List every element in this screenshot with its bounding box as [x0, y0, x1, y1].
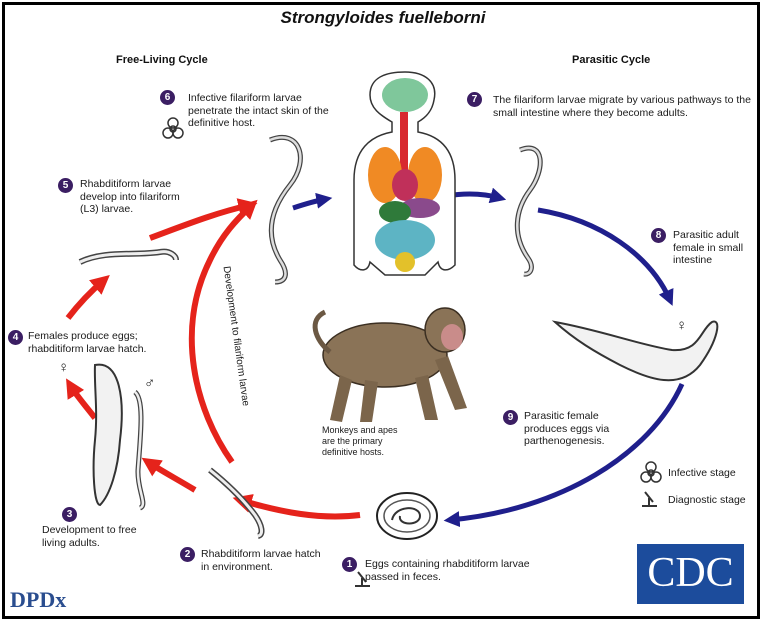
male-symbol: ♂ [144, 378, 155, 391]
step-6-badge: 6 [160, 90, 175, 105]
arrow-4-to-5 [68, 280, 104, 318]
arrow-2-to-3 [148, 462, 195, 490]
step-1-badge: 1 [342, 557, 357, 572]
step-1-text: Eggs containing rhabditiform larvae pass… [365, 558, 540, 583]
parasitic-female-symbol: ♀ [676, 320, 687, 333]
human-body-illustration [354, 72, 455, 275]
cdc-logo-text: CDC [647, 550, 733, 596]
arrow-9-to-1 [450, 384, 682, 520]
biohazard-legend-icon [641, 462, 661, 482]
legend-infective-label: Infective stage [668, 467, 736, 480]
biohazard-icon [163, 118, 183, 138]
arrow-3-to-4 [70, 385, 95, 418]
dpdx-logo-text: DPDx [10, 587, 66, 612]
filariform-larva-7 [517, 148, 540, 274]
step-5-badge: 5 [58, 178, 73, 193]
step-9-badge: 9 [503, 410, 518, 425]
legend-diagnostic-label: Diagnostic stage [668, 494, 746, 507]
egg-drawing [377, 493, 437, 539]
step-7-badge: 7 [467, 92, 482, 107]
arrow-6-to-host [293, 199, 326, 208]
free-living-female-worm [94, 365, 122, 505]
filariform-larva-6-inner [270, 137, 300, 282]
microscope-legend-icon [642, 492, 657, 506]
host-note: Monkeys and apes are the primary definit… [322, 425, 402, 458]
arrow-1-to-2 [240, 500, 360, 517]
dpdx-logo: DPDx [10, 587, 66, 613]
female-symbol: ♀ [58, 362, 69, 375]
free-living-header: Free-Living Cycle [116, 54, 208, 66]
step-7-text: The filariform larvae migrate by various… [493, 94, 753, 119]
step-6-text: Infective filariform larvae penetrate th… [188, 92, 348, 130]
step-8-text: Parasitic adult female in small intestin… [673, 229, 753, 267]
diagram-title: Strongyloides fuelleborni [0, 8, 766, 28]
step-8-badge: 8 [651, 228, 666, 243]
step-3-text: Development to free living adults. [42, 524, 142, 549]
step-2-badge: 2 [180, 547, 195, 562]
parasitic-header: Parasitic Cycle [572, 54, 650, 66]
arrow-7-to-8 [538, 210, 670, 300]
cdc-logo: CDC [637, 544, 744, 604]
step-9-text: Parasitic female produces eggs via parth… [524, 410, 634, 448]
step-3-badge: 3 [62, 507, 77, 522]
monkey-illustration [315, 308, 467, 422]
parasitic-female-worm [555, 322, 717, 381]
step-5-text: Rhabditiform larvae develop into filarif… [80, 178, 190, 216]
step-2-text: Rhabditiform larvae hatch in environment… [201, 548, 326, 573]
step-4-badge: 4 [8, 330, 23, 345]
step-4-text: Females produce eggs; rhabditiform larva… [28, 330, 188, 355]
